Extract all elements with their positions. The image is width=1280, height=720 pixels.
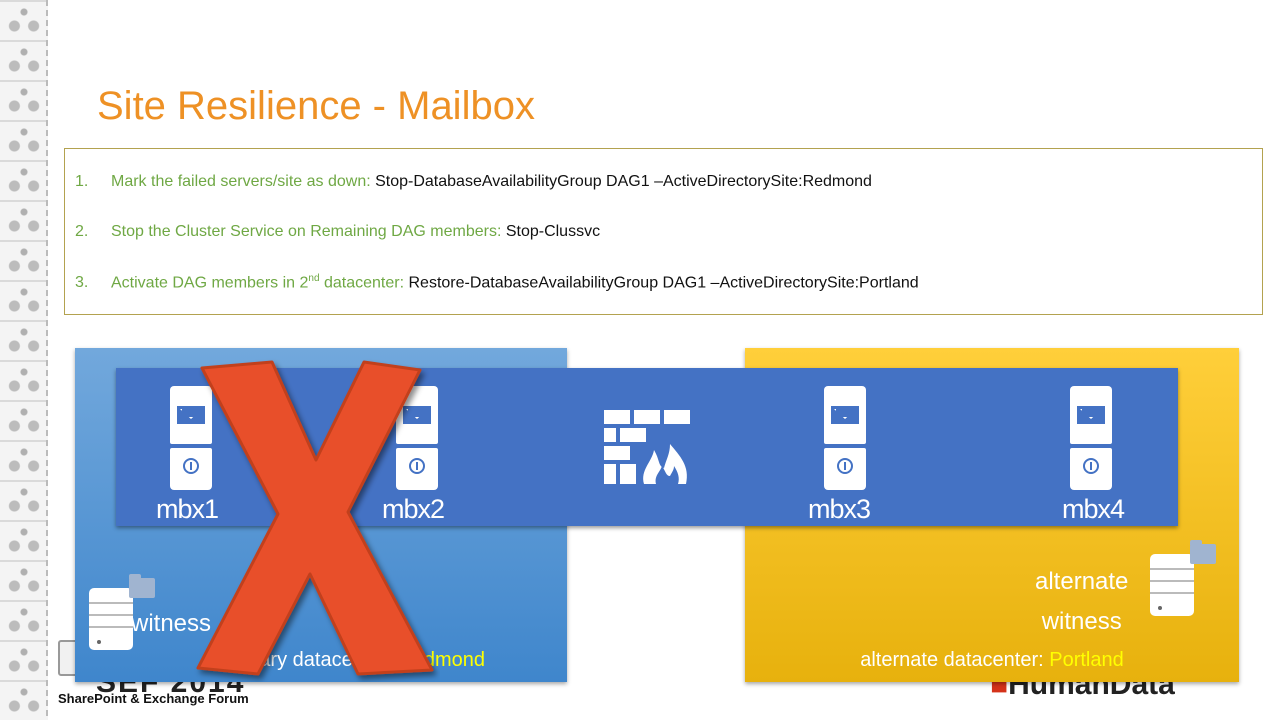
alternate-witness-line1: alternate xyxy=(1035,568,1129,595)
failure-x-icon xyxy=(196,360,434,676)
decorative-border xyxy=(0,0,48,720)
alternate-datacenter-label: alternate datacenter: Portland xyxy=(745,649,1239,672)
firewall-icon xyxy=(604,410,690,484)
step-number: 2. xyxy=(75,223,89,240)
steps-box: 1.Mark the failed servers/site as down: … xyxy=(64,148,1263,315)
mbx4-label: mbx4 xyxy=(1062,494,1125,524)
step-command: Stop-Clussvc xyxy=(505,223,601,240)
mailbox-server-icon xyxy=(824,386,866,490)
step-1: 1.Mark the failed servers/site as down: … xyxy=(75,173,872,191)
step-number: 1. xyxy=(75,173,89,190)
mailbox-server-icon xyxy=(170,386,212,490)
slide-title: Site Resilience - Mailbox xyxy=(97,84,535,128)
alternate-datacenter-city: Portland xyxy=(1049,649,1124,671)
sef-logo-forum: SharePoint & Exchange Forum xyxy=(58,691,249,706)
alternate-witness-label: alternate witness xyxy=(1035,562,1128,641)
step-description: Activate DAG members in 2 xyxy=(111,274,309,292)
alternate-witness-server-icon xyxy=(1150,540,1216,616)
mbx1-label: mbx1 xyxy=(156,494,219,524)
step-command: Restore-DatabaseAvailabilityGroup DAG1 –… xyxy=(408,274,919,292)
step-number: 3. xyxy=(75,274,89,292)
mbx3-label: mbx3 xyxy=(808,494,871,524)
step-2: 2. Stop the Cluster Service on Remaining … xyxy=(75,223,600,241)
step-description: Mark the failed servers/site as down: xyxy=(111,173,376,190)
primary-witness-label: witness xyxy=(131,610,212,637)
step-command: Stop-DatabaseAvailabilityGroup DAG1 –Act… xyxy=(375,173,872,190)
mailbox-server-icon xyxy=(396,386,438,490)
mailbox-server-icon xyxy=(1070,386,1112,490)
step-description: Stop the Cluster Service on Remaining DA… xyxy=(111,223,506,240)
witness-server-icon xyxy=(89,574,155,650)
alternate-datacenter-prefix: alternate datacenter: xyxy=(860,649,1050,671)
step-description-rest: datacenter: xyxy=(319,274,409,292)
alternate-witness-line2: witness xyxy=(1041,607,1122,635)
mbx2-label: mbx2 xyxy=(382,494,445,524)
step-superscript: nd xyxy=(308,273,320,284)
step-3: 3. Activate DAG members in 2nd datacenter… xyxy=(75,273,919,292)
